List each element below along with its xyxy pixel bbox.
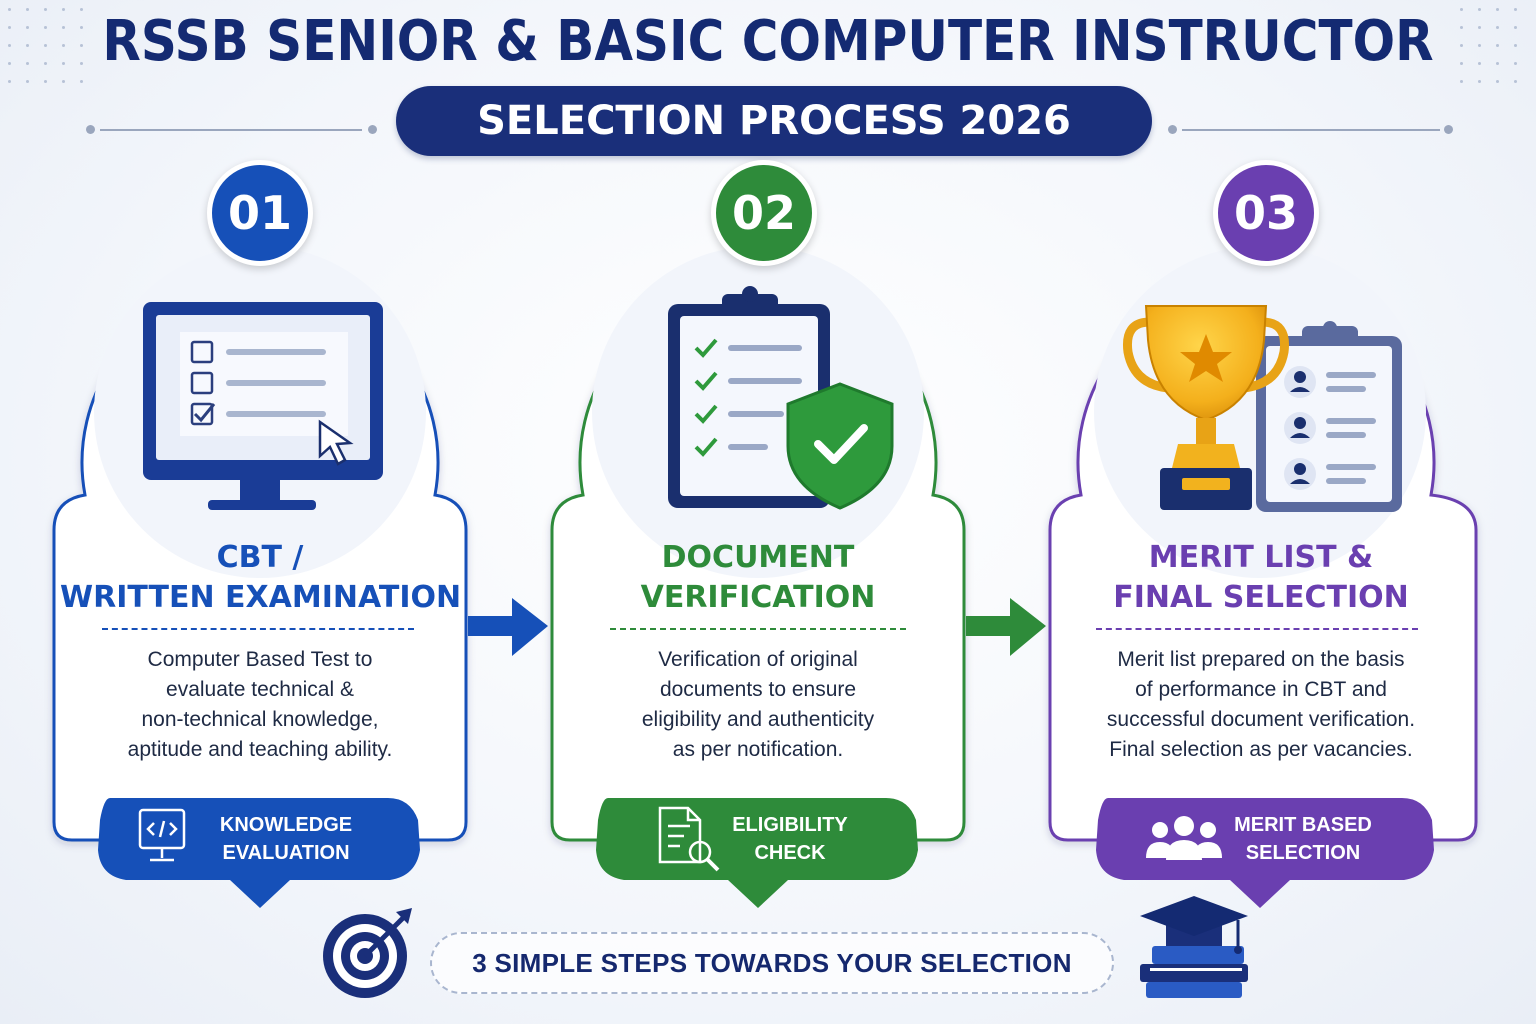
computer-checklist-icon	[143, 302, 383, 510]
decor-dot	[1168, 125, 1177, 134]
decor-dot	[368, 125, 377, 134]
footer-banner: 3 SIMPLE STEPS TOWARDS YOUR SELECTION	[430, 932, 1114, 994]
dot-grid-left	[8, 8, 88, 88]
step-3-number: 03	[1213, 160, 1319, 266]
card-2-tag	[596, 798, 918, 908]
step-1-number: 01	[207, 160, 313, 266]
step-3-title: MERIT LIST &FINAL SELECTION	[1113, 540, 1409, 615]
code-monitor-icon	[138, 808, 186, 862]
step-2-number: 02	[711, 160, 817, 266]
card-1-tag	[98, 798, 420, 908]
page-title: RSSB SENIOR & BASIC COMPUTER INSTRUCTOR	[102, 8, 1434, 74]
decor-dot	[86, 125, 95, 134]
step-1-title: CBT /WRITTEN EXAMINATION	[60, 540, 462, 615]
step-1-divider	[102, 628, 414, 630]
trophy-merit-list-icon	[1122, 305, 1402, 512]
graduation-cap-books-icon	[1140, 896, 1248, 998]
step-2-divider	[610, 628, 906, 630]
subtitle-pill: SELECTION PROCESS 2026	[396, 86, 1152, 156]
dot-grid-right	[1460, 8, 1536, 88]
step-3-divider	[1096, 628, 1418, 630]
group-users-icon	[1146, 816, 1222, 860]
arrow-right-icon	[966, 598, 1046, 656]
card-3-tag	[1096, 798, 1434, 908]
decor-line	[1182, 129, 1440, 131]
decor-line	[100, 129, 362, 131]
target-icon	[323, 908, 412, 998]
document-search-icon	[658, 806, 720, 872]
clipboard-shield-icon	[668, 286, 894, 510]
arrow-right-icon	[468, 598, 548, 656]
decor-dot	[1444, 125, 1453, 134]
